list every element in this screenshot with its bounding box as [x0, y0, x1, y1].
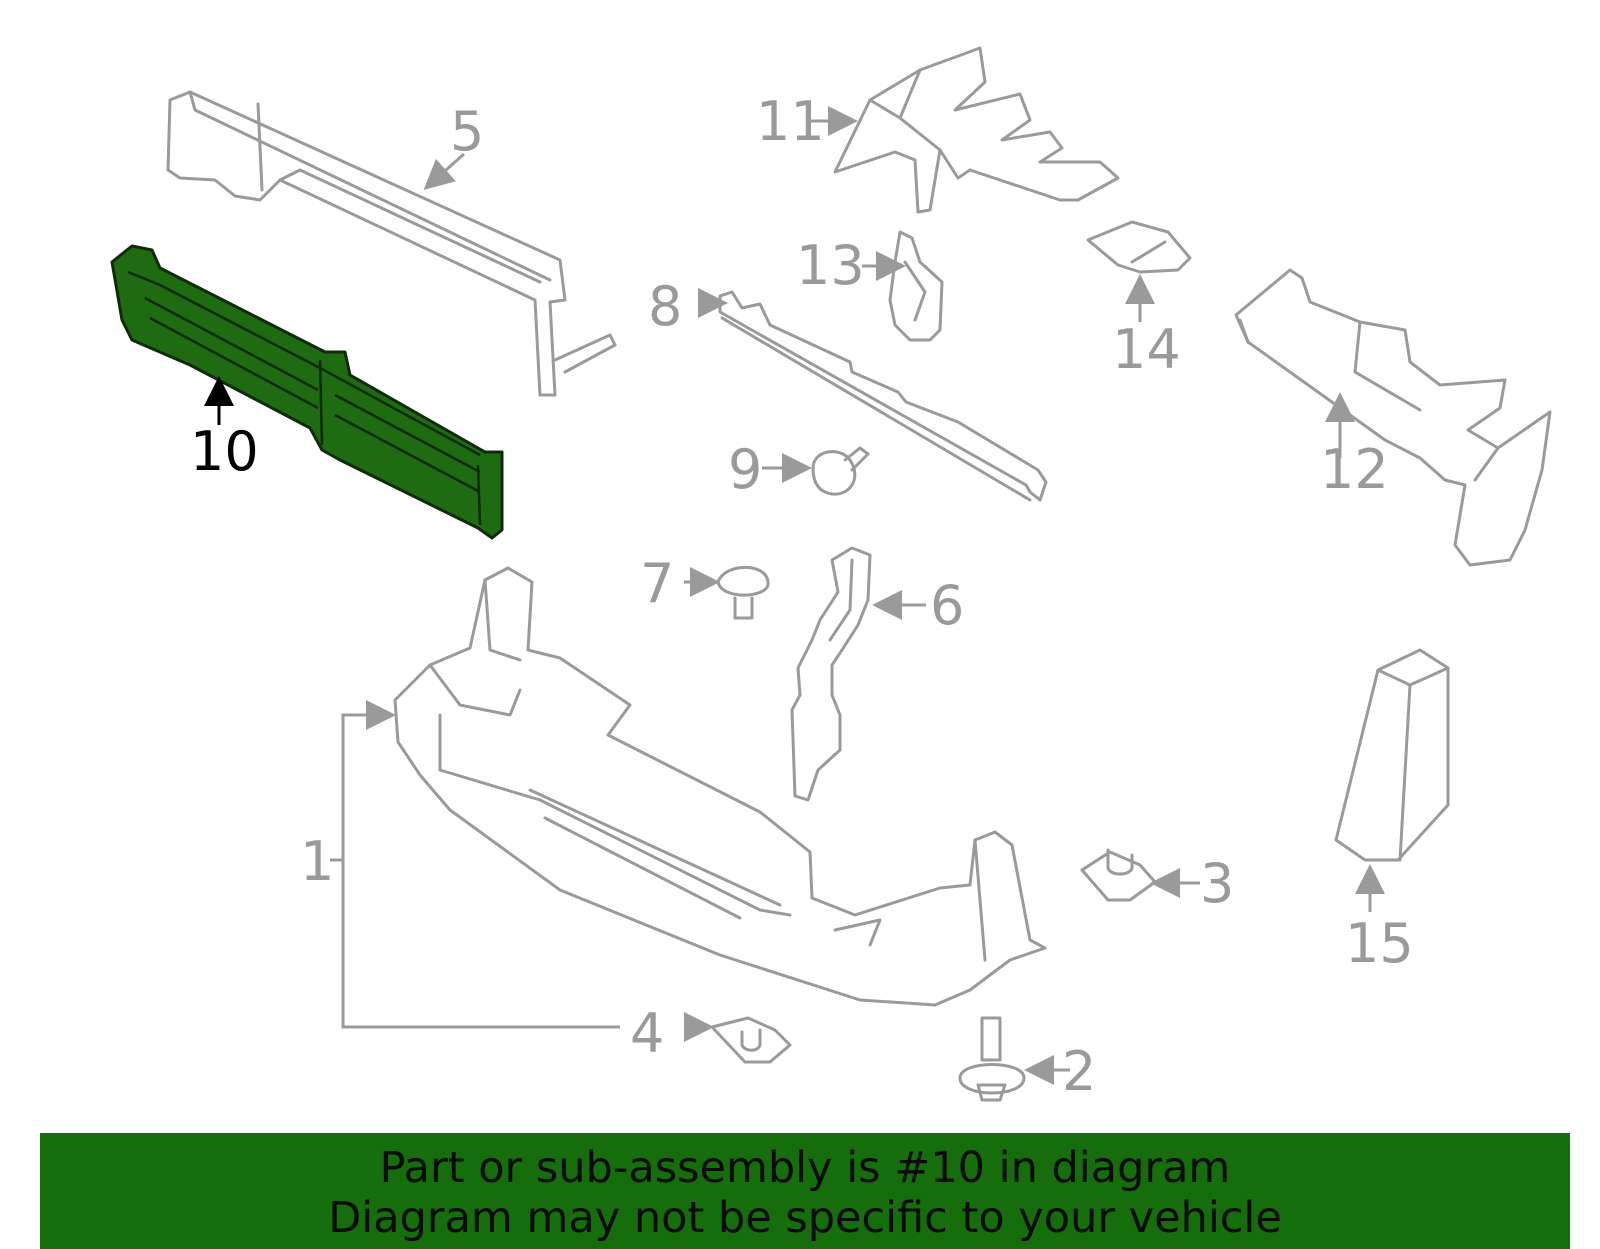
callout-12: 12 — [1320, 438, 1389, 501]
callout-15: 15 — [1345, 912, 1414, 975]
callout-10: 10 — [190, 420, 259, 483]
part-2-bolt[interactable] — [958, 1016, 1026, 1102]
banner-line-2: Diagram may not be specific to your vehi… — [328, 1193, 1282, 1243]
callout-2: 2 — [1062, 1040, 1096, 1103]
part-11-bracket[interactable] — [833, 46, 1120, 214]
callout-5: 5 — [450, 100, 484, 163]
callout-14: 14 — [1112, 318, 1181, 381]
callout-6: 6 — [930, 574, 964, 637]
callout-1: 1 — [300, 830, 334, 893]
part-4-clip[interactable] — [710, 1016, 792, 1064]
part-6-seal[interactable] — [790, 546, 872, 802]
part-10-shutter-assembly[interactable] — [110, 244, 504, 540]
callout-9: 9 — [728, 438, 762, 501]
info-banner: Part or sub-assembly is #10 in diagram D… — [40, 1133, 1570, 1249]
part-8-strip[interactable] — [718, 290, 1048, 502]
callout-labels: 1 2 3 4 5 6 7 8 9 10 11 12 13 14 15 — [190, 90, 1414, 1103]
callout-13: 13 — [796, 234, 865, 297]
part-9-clip[interactable] — [811, 446, 870, 496]
part-3-nut[interactable] — [1080, 848, 1157, 902]
part-7-push-pin[interactable] — [716, 565, 770, 620]
part-15-duct[interactable] — [1334, 648, 1450, 862]
callout-3: 3 — [1200, 852, 1234, 915]
part-14-plate[interactable] — [1086, 220, 1192, 274]
part-1-lower-shield[interactable] — [393, 566, 1047, 1007]
callout-7: 7 — [640, 552, 674, 615]
callout-8: 8 — [648, 275, 682, 338]
part-12-deflector[interactable] — [1234, 268, 1552, 567]
callout-11: 11 — [756, 90, 825, 153]
part-5-upper-support[interactable] — [166, 90, 617, 397]
leader-lines — [204, 106, 1385, 1085]
part-13-bracket[interactable] — [888, 230, 944, 342]
callout-4: 4 — [630, 1002, 664, 1065]
banner-line-1: Part or sub-assembly is #10 in diagram — [379, 1143, 1231, 1193]
